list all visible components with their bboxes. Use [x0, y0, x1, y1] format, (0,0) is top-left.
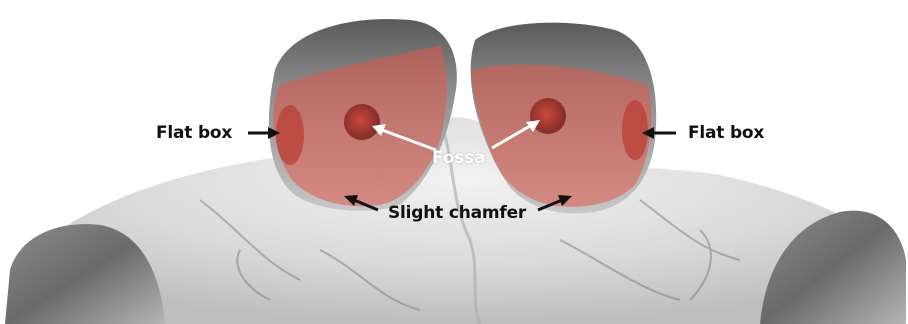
right-flat-box-patch	[622, 100, 648, 160]
left-flat-box-patch	[276, 105, 304, 165]
flat-box-right-label: Flat box	[688, 123, 764, 143]
left-fossa-pit	[344, 104, 380, 140]
fossa-label: Fossa	[432, 148, 485, 168]
flat-box-left-label: Flat box	[156, 123, 232, 143]
slight-chamfer-label: Slight chamfer	[388, 203, 526, 223]
right-fossa-pit	[530, 98, 566, 134]
